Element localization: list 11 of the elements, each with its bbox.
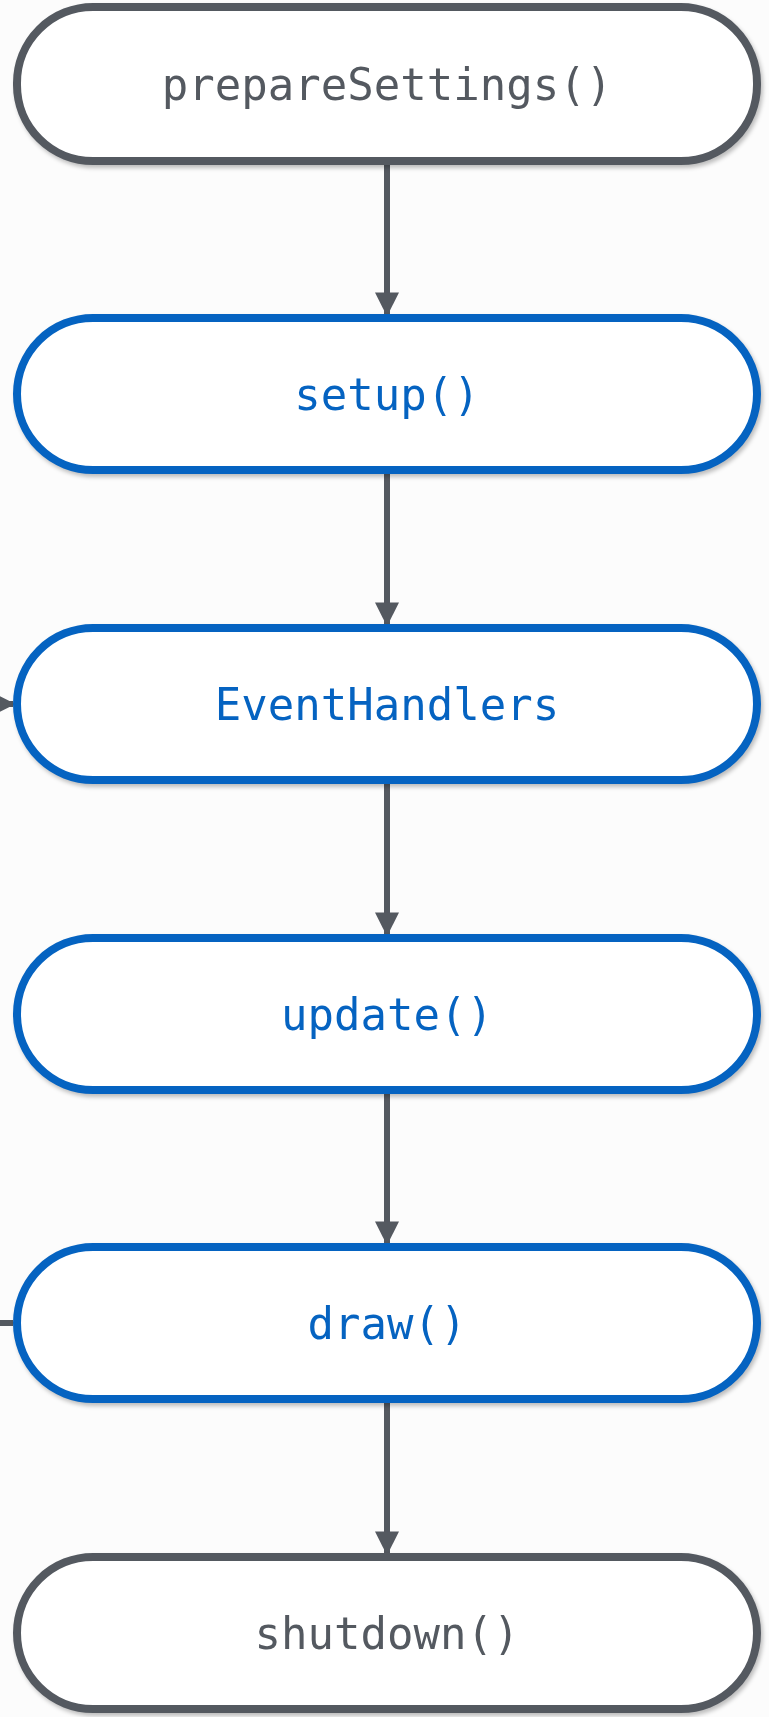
function-label: prepareSettings() bbox=[161, 58, 613, 110]
arrow bbox=[375, 165, 399, 317]
arrow bbox=[375, 1403, 399, 1556]
function-label: draw() bbox=[307, 1297, 467, 1349]
function-label: EventHandlers bbox=[214, 678, 560, 730]
arrow bbox=[375, 474, 399, 627]
arrow bbox=[375, 1094, 399, 1246]
function-label: shutdown() bbox=[254, 1607, 520, 1659]
function-label: update() bbox=[281, 988, 493, 1040]
arrow bbox=[375, 784, 399, 937]
function-label: setup() bbox=[294, 368, 480, 420]
